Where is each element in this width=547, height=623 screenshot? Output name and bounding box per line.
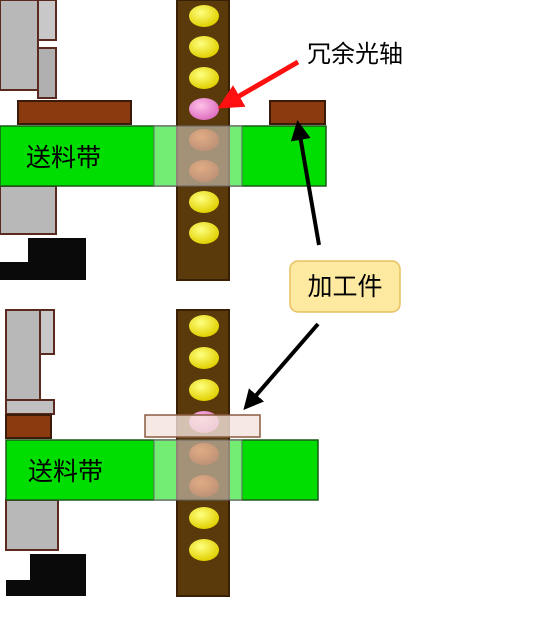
workpiece-arrow-down [243,322,320,411]
top-machine-body [0,0,86,280]
bottom-beam-ball-6 [189,475,219,497]
top-workpiece-right [269,100,326,125]
top-beam-overlay [153,125,243,187]
bottom-beam-ball-5 [189,443,219,465]
bottom-panel: 送料带 [5,309,319,597]
top-beam-ball-3 [189,67,219,89]
top-beam-ball-4 [189,98,219,120]
bottom-workpiece-left [5,414,52,439]
top-beam-ball-7 [189,191,219,213]
bottom-workpiece-transparent [144,414,261,438]
workpiece-arrow-up [290,120,321,246]
workpiece-callout-label: 加工件 [307,272,382,301]
workpiece-callout-box [289,260,401,313]
bottom-beam-ball-2 [189,347,219,369]
top-beam-ball-6 [189,160,219,182]
top-beam-ball-5 [189,129,219,151]
top-panel: 送料带 [0,0,327,281]
bottom-beam-ball-8 [189,539,219,561]
top-conveyor-label: 送料带 [26,143,101,172]
bottom-beam-ball-1 [189,315,219,337]
bottom-conveyor [5,439,319,501]
redundant-beam-arrow [217,59,300,109]
top-beam-ball-2 [189,36,219,58]
bottom-beam-overlay [153,439,243,501]
bottom-beam-ball-3 [189,379,219,401]
top-beam-ball-8 [189,222,219,244]
bottom-conveyor-label: 送料带 [28,457,103,486]
top-beam-balls [189,5,219,244]
top-beam-ball-1 [189,5,219,27]
top-workpiece-left [17,100,132,125]
workpiece-callout: 加工件 [289,260,401,313]
redundant-beam-label: 冗余光轴 [307,40,403,68]
bottom-machine-body [5,309,86,596]
bottom-beam-ball-7 [189,507,219,529]
